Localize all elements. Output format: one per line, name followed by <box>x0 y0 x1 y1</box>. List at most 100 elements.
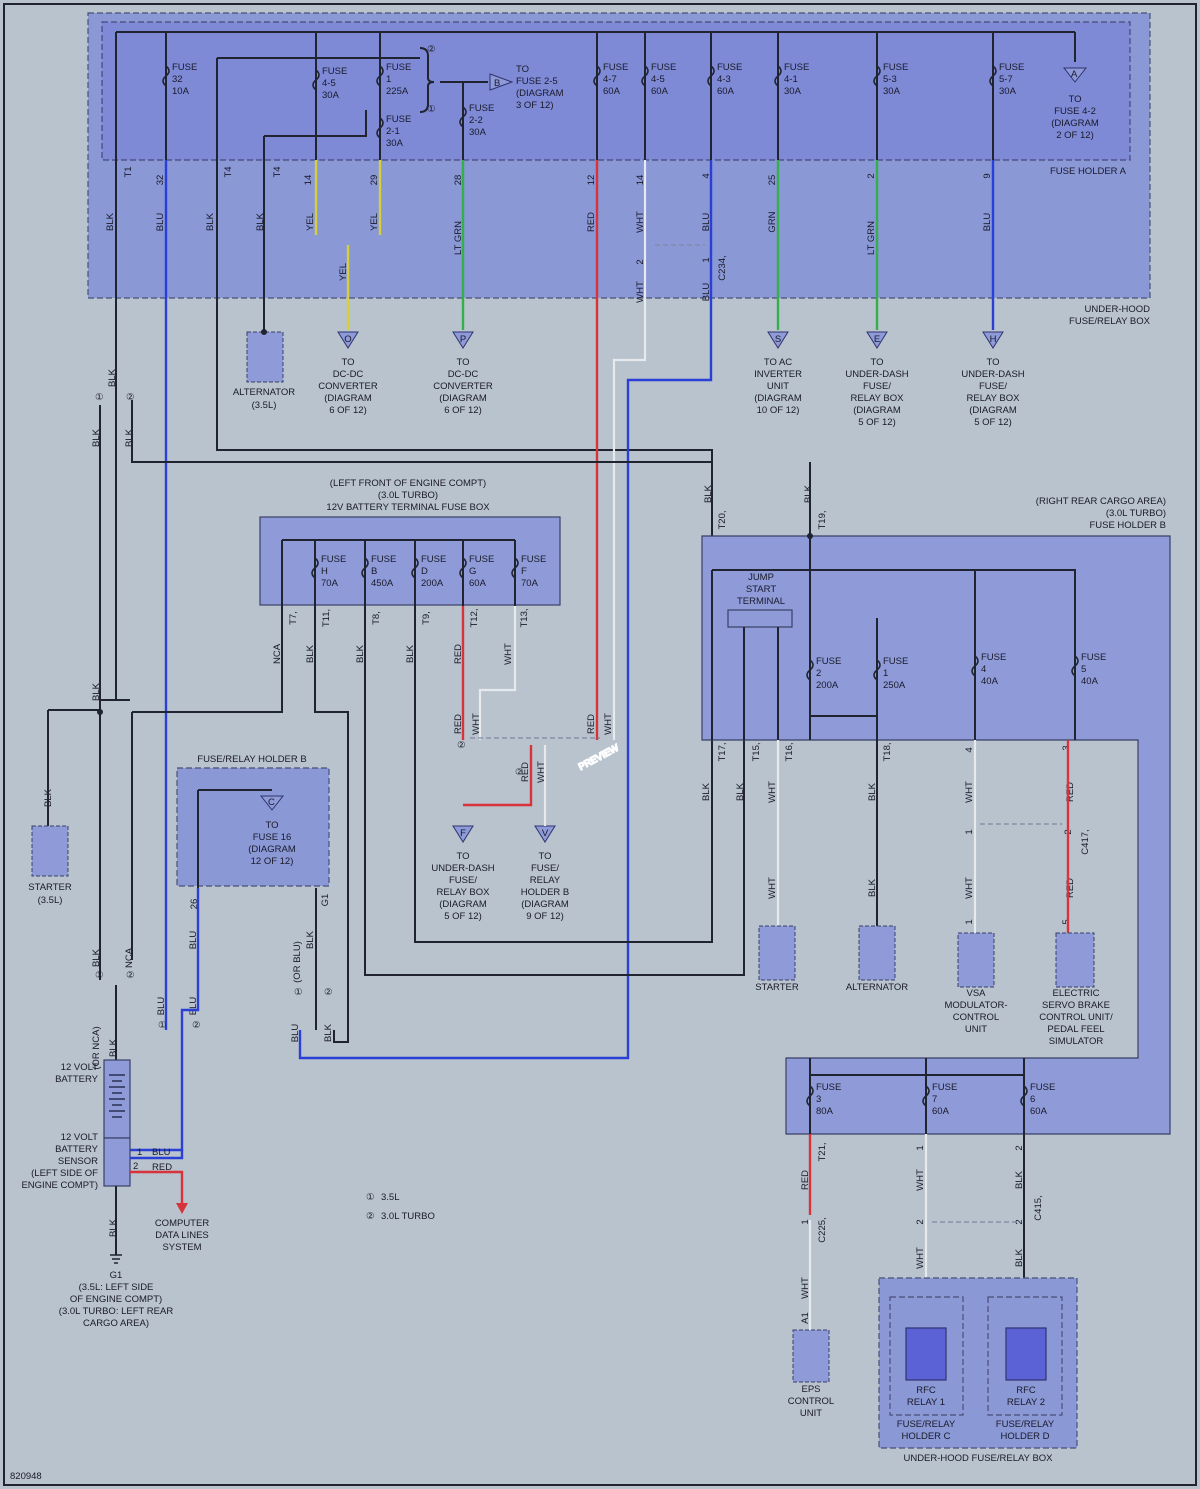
fhb-label-1: (RIGHT REAR CARGO AREA) <box>1036 496 1166 507</box>
ref-text: UNDER-DASH <box>431 863 494 874</box>
terminal-label: 2 <box>635 259 646 264</box>
terminal-label: T4 <box>223 166 234 177</box>
to-fuse-16-text: 12 OF 12) <box>251 856 294 867</box>
frh-c-l2: HOLDER C <box>901 1431 950 1442</box>
wire-color-label: LT GRN <box>453 221 464 255</box>
ref-flag <box>982 331 1004 349</box>
fuse-rating: 60A <box>1030 1106 1048 1117</box>
fuse-rating: 40A <box>1081 676 1099 687</box>
fuse-number: 2-2 <box>469 115 483 126</box>
circ: ① <box>95 392 104 403</box>
to-fuse-2-5-text: FUSE 2-5 <box>516 76 558 87</box>
wire-color-label: WHT <box>964 781 975 803</box>
to-fuse-4-2-text: FUSE 4-2 <box>1054 106 1096 117</box>
bat-box-label-1: (LEFT FRONT OF ENGINE COMPT) <box>330 478 486 489</box>
wire-color-label: BLK <box>107 368 118 387</box>
ref-text: RELAY BOX <box>967 393 1021 404</box>
esb-label: SIMULATOR <box>1049 1036 1104 1047</box>
terminal-label: A1 <box>800 1312 811 1324</box>
ref-text: (DIAGRAM <box>439 899 487 910</box>
fuse-rating: 30A <box>386 138 404 149</box>
wire-color-label: RED <box>453 714 464 734</box>
fuse-rating: 60A <box>651 86 669 97</box>
fuse-icon <box>376 65 384 87</box>
terminal-label: T21, <box>817 1142 828 1161</box>
wire-blk-t9 <box>414 606 713 943</box>
fuse-label: FUSE <box>469 103 494 114</box>
fuse-label: FUSE <box>386 114 411 125</box>
fhb-label-3: FUSE HOLDER B <box>1089 520 1166 531</box>
wire-color-label: BLK <box>91 428 102 447</box>
fuse-icon <box>641 65 649 87</box>
fuse-label: FUSE <box>717 62 742 73</box>
ref-text: TO <box>341 357 354 368</box>
flag-b-text: B <box>494 78 500 89</box>
fuse-number: 4-5 <box>651 74 665 85</box>
fuse-number: 6 <box>1030 1094 1035 1105</box>
wire-color-label: BLK <box>205 212 216 231</box>
fuse-icon <box>971 655 979 677</box>
diagram-code: 820948 <box>10 1471 42 1482</box>
jump-drops <box>743 627 779 740</box>
ref-text: RELAY <box>530 875 561 886</box>
fuse-label: FUSE <box>421 554 446 565</box>
wire-red-f <box>463 745 533 807</box>
circ: ② <box>126 970 135 981</box>
ref-text: (DIAGRAM <box>969 405 1017 416</box>
fuse-number: 2 <box>816 668 821 679</box>
dot <box>97 709 103 715</box>
fuse-number: F <box>521 566 527 577</box>
ref-text: INVERTER <box>754 369 802 380</box>
starter-35l-label-1: STARTER <box>28 882 72 893</box>
eps-label: EPS <box>801 1384 820 1395</box>
eps-label: CONTROL <box>788 1396 834 1407</box>
ref-text: HOLDER B <box>521 887 570 898</box>
circ: ① <box>95 970 104 981</box>
wire-color-label: NCA <box>272 643 283 664</box>
fuse-label: FUSE <box>784 62 809 73</box>
circle-1: ① <box>427 104 436 115</box>
wire-color-label: (OR BLU) <box>292 941 303 983</box>
terminal-label: T7, <box>288 611 299 625</box>
ref-flag <box>452 825 474 843</box>
wire-blk-t11 <box>314 606 349 1043</box>
sensor-label: BATTERY <box>55 1144 99 1155</box>
wire-color-label: WHT <box>767 781 778 803</box>
dot <box>261 329 267 335</box>
fuse-icon <box>806 659 814 681</box>
bus-a <box>116 31 1076 62</box>
under-hood-label-2: FUSE/RELAY BOX <box>1069 316 1151 327</box>
ref-text: RELAY BOX <box>851 393 905 404</box>
circle-2: ② <box>427 44 436 55</box>
wire-color-label: BLK <box>735 782 746 801</box>
fuse-label: FUSE <box>603 62 628 73</box>
fuse-label: FUSE <box>371 554 396 565</box>
ref-text: FUSE/ <box>449 875 477 886</box>
esb-label: CONTROL UNIT/ <box>1039 1012 1113 1023</box>
fuse-label: FUSE <box>981 652 1006 663</box>
jump-label-1: JUMP <box>748 572 774 583</box>
ground-label: OF ENGINE COMPT) <box>70 1294 162 1305</box>
terminal-label: 25 <box>767 175 778 186</box>
vsa-label: CONTROL <box>953 1012 999 1023</box>
fuse-number: 5-3 <box>883 74 897 85</box>
terminal-label: 32 <box>155 175 166 186</box>
fuse-rating: 225A <box>386 86 409 97</box>
terminal-label: 14 <box>303 175 314 186</box>
jump-start-terminal[interactable] <box>727 609 793 628</box>
fuse-number: 1 <box>386 74 391 85</box>
fuse-rating: 200A <box>421 578 444 589</box>
ref-text: (DIAGRAM <box>853 405 901 416</box>
ref-text: (DIAGRAM <box>521 899 569 910</box>
wire-color-label: WHT <box>915 1169 926 1191</box>
fuse-label: FUSE <box>1081 652 1106 663</box>
